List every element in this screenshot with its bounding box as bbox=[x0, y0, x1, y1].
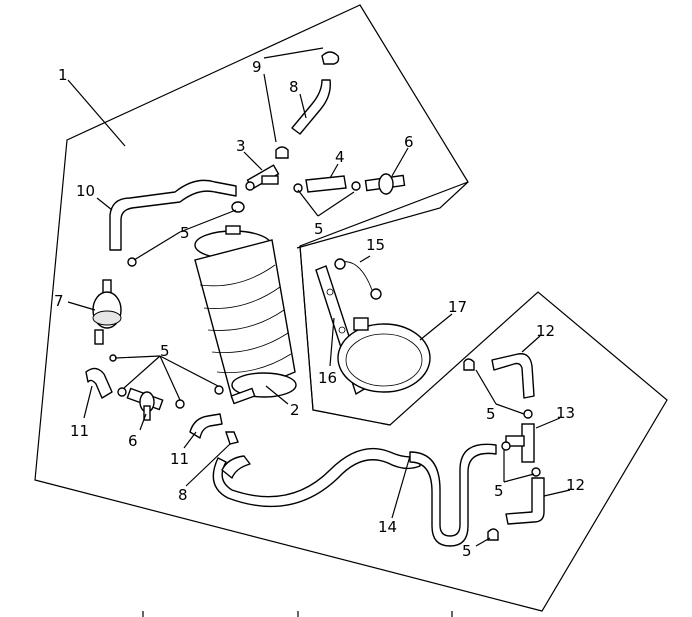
callout-5: 5 bbox=[180, 224, 190, 242]
callout-4: 4 bbox=[335, 148, 345, 166]
callout-17: 17 bbox=[448, 298, 467, 316]
clip-5-d bbox=[175, 399, 185, 409]
callout-11: 11 bbox=[70, 422, 89, 440]
callout-15: 15 bbox=[366, 236, 385, 254]
hose-8-lower bbox=[221, 455, 251, 479]
valve-6-left bbox=[126, 387, 164, 421]
callout-13: 13 bbox=[556, 404, 575, 422]
fuel-filter-7 bbox=[92, 279, 122, 345]
hose-12-lower bbox=[505, 477, 545, 525]
clip-5-e bbox=[214, 385, 224, 395]
assembly-boundary-1 bbox=[34, 4, 668, 612]
clip-4-left bbox=[293, 183, 303, 193]
callout-5: 5 bbox=[160, 342, 170, 360]
charcoal-canister bbox=[194, 225, 297, 405]
fastener-15-nut bbox=[370, 288, 382, 300]
clip-5-a bbox=[231, 201, 245, 213]
hose-11-left bbox=[85, 367, 113, 399]
callout-5: 5 bbox=[494, 482, 504, 500]
hose-12-upper bbox=[491, 353, 535, 399]
callout-6: 6 bbox=[128, 432, 138, 450]
tee-fitting-3 bbox=[245, 164, 280, 191]
clamp-band-17 bbox=[337, 317, 431, 393]
hose-4 bbox=[305, 175, 347, 193]
tee-fitting-13 bbox=[505, 423, 535, 463]
callout-6: 6 bbox=[404, 133, 414, 151]
callout-2: 2 bbox=[290, 401, 300, 419]
clip-4-right bbox=[351, 181, 361, 191]
valve-6-upper bbox=[364, 173, 406, 195]
clip-8-lower bbox=[225, 431, 239, 445]
hose-14-loop bbox=[409, 443, 497, 547]
clip-9-top bbox=[321, 51, 340, 65]
subassembly-boundary-inner bbox=[296, 181, 469, 249]
callout-10: 10 bbox=[76, 182, 95, 200]
callout-16: 16 bbox=[318, 369, 337, 387]
callout-9: 9 bbox=[252, 58, 262, 76]
clip-5-right-c bbox=[501, 441, 511, 451]
callout-5: 5 bbox=[462, 542, 472, 560]
hose-8-upper bbox=[291, 79, 331, 135]
callout-7: 7 bbox=[54, 292, 64, 310]
hose-10 bbox=[109, 179, 237, 251]
callout-11: 11 bbox=[170, 450, 189, 468]
callout-3: 3 bbox=[236, 137, 246, 155]
clip-9-lower bbox=[275, 146, 289, 159]
clip-5-c bbox=[117, 387, 127, 397]
callout-8: 8 bbox=[289, 78, 299, 96]
callout-5: 5 bbox=[314, 220, 324, 238]
clip-5-right-b bbox=[523, 409, 533, 419]
callout-8: 8 bbox=[178, 486, 188, 504]
clip-5-right-a bbox=[463, 358, 475, 371]
callout-1: 1 bbox=[58, 66, 68, 84]
subassembly-boundary bbox=[299, 245, 391, 426]
hose-11-center bbox=[189, 413, 223, 439]
fastener-15-head bbox=[334, 258, 346, 270]
callout-5: 5 bbox=[486, 405, 496, 423]
callout-14: 14 bbox=[378, 518, 397, 536]
hose-14 bbox=[212, 447, 421, 508]
clip-5-right-e bbox=[487, 528, 499, 541]
callout-12: 12 bbox=[536, 322, 555, 340]
callout-12: 12 bbox=[566, 476, 585, 494]
